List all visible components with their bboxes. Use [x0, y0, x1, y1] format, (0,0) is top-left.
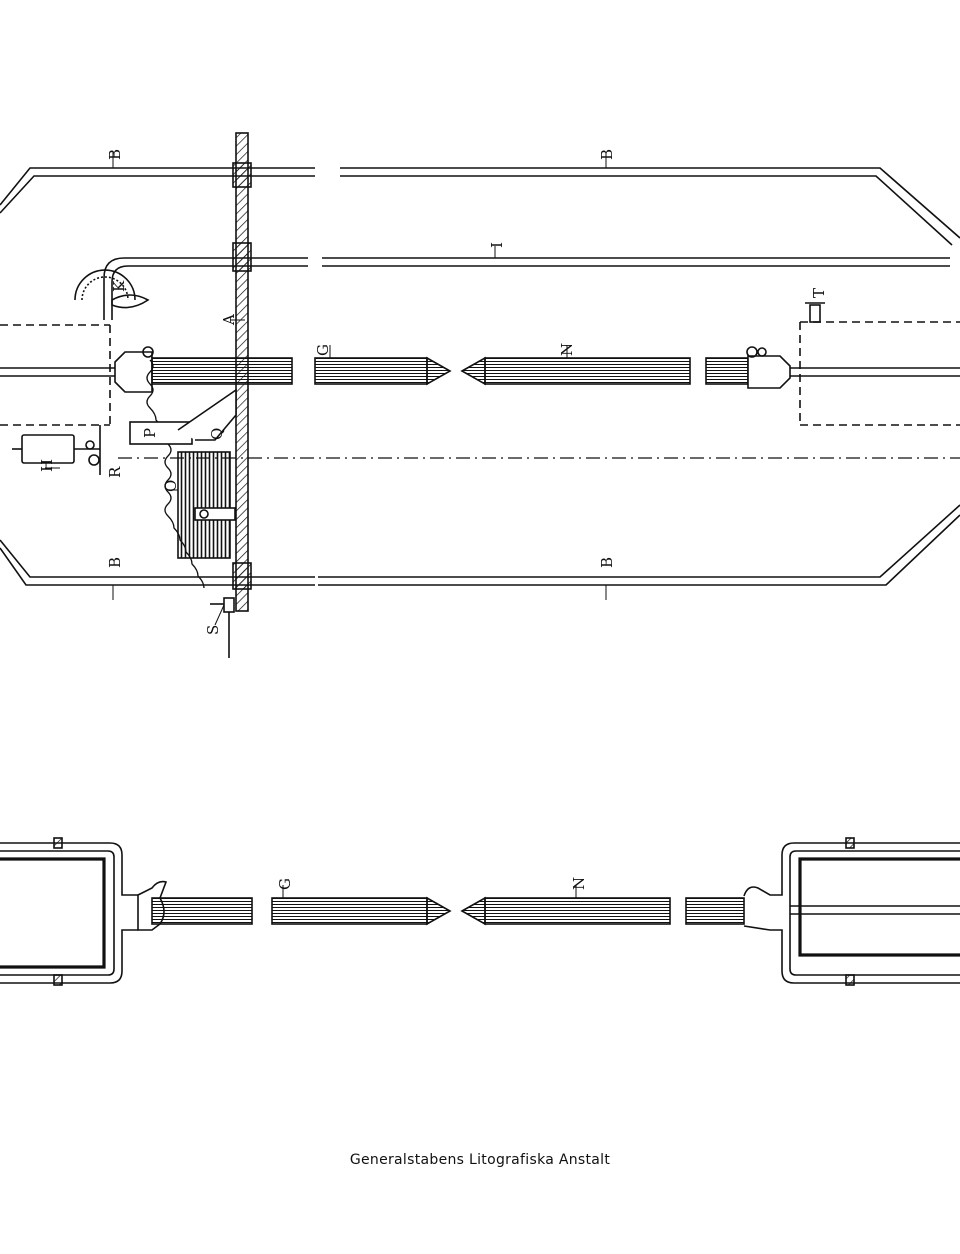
left-housing: [0, 324, 115, 426]
box-P: [129, 421, 193, 445]
electrode-N-lower: [460, 896, 745, 926]
outer-casing-bottom: [0, 504, 960, 586]
label-B-bottom-right: B: [598, 557, 616, 568]
label-N-upper: N: [558, 343, 576, 356]
label-Q: Q: [208, 428, 226, 440]
label-G-upper: G: [314, 344, 332, 356]
right-electrode-holder: [746, 346, 791, 389]
left-frame: [0, 837, 168, 986]
lever-Q: [177, 388, 237, 441]
left-electrode-holder: [114, 346, 154, 393]
label-S: S: [204, 625, 222, 635]
electrode-G: [151, 356, 452, 386]
outer-casing-top: [0, 167, 960, 246]
label-G-lower: G: [276, 878, 294, 890]
electrode-G-lower: [151, 896, 452, 926]
upper-figure: [0, 132, 960, 658]
label-I: I: [488, 242, 506, 248]
right-frame: [743, 837, 960, 986]
label-B-top-left: B: [106, 149, 124, 160]
label-K: K: [110, 280, 128, 292]
inner-casing: [103, 257, 950, 320]
electrode-N: [460, 356, 749, 386]
right-housing: [790, 321, 960, 426]
knob-T: [805, 302, 825, 323]
label-N-lower: N: [570, 877, 588, 890]
label-P: P: [141, 428, 159, 438]
label-O: O: [162, 480, 180, 492]
label-H: H: [38, 459, 56, 472]
lower-figure: [0, 837, 960, 986]
label-R: R: [106, 466, 124, 478]
label-B-top-right: B: [598, 149, 616, 160]
handle-H: [12, 425, 101, 475]
label-T: T: [810, 288, 828, 298]
solenoid-O: [177, 451, 236, 559]
label-A: A: [220, 314, 238, 326]
printer-imprint: Generalstabens Litografiska Anstalt: [349, 1152, 611, 1168]
label-B-bottom-left: B: [106, 557, 124, 568]
dial-K: [74, 269, 150, 309]
